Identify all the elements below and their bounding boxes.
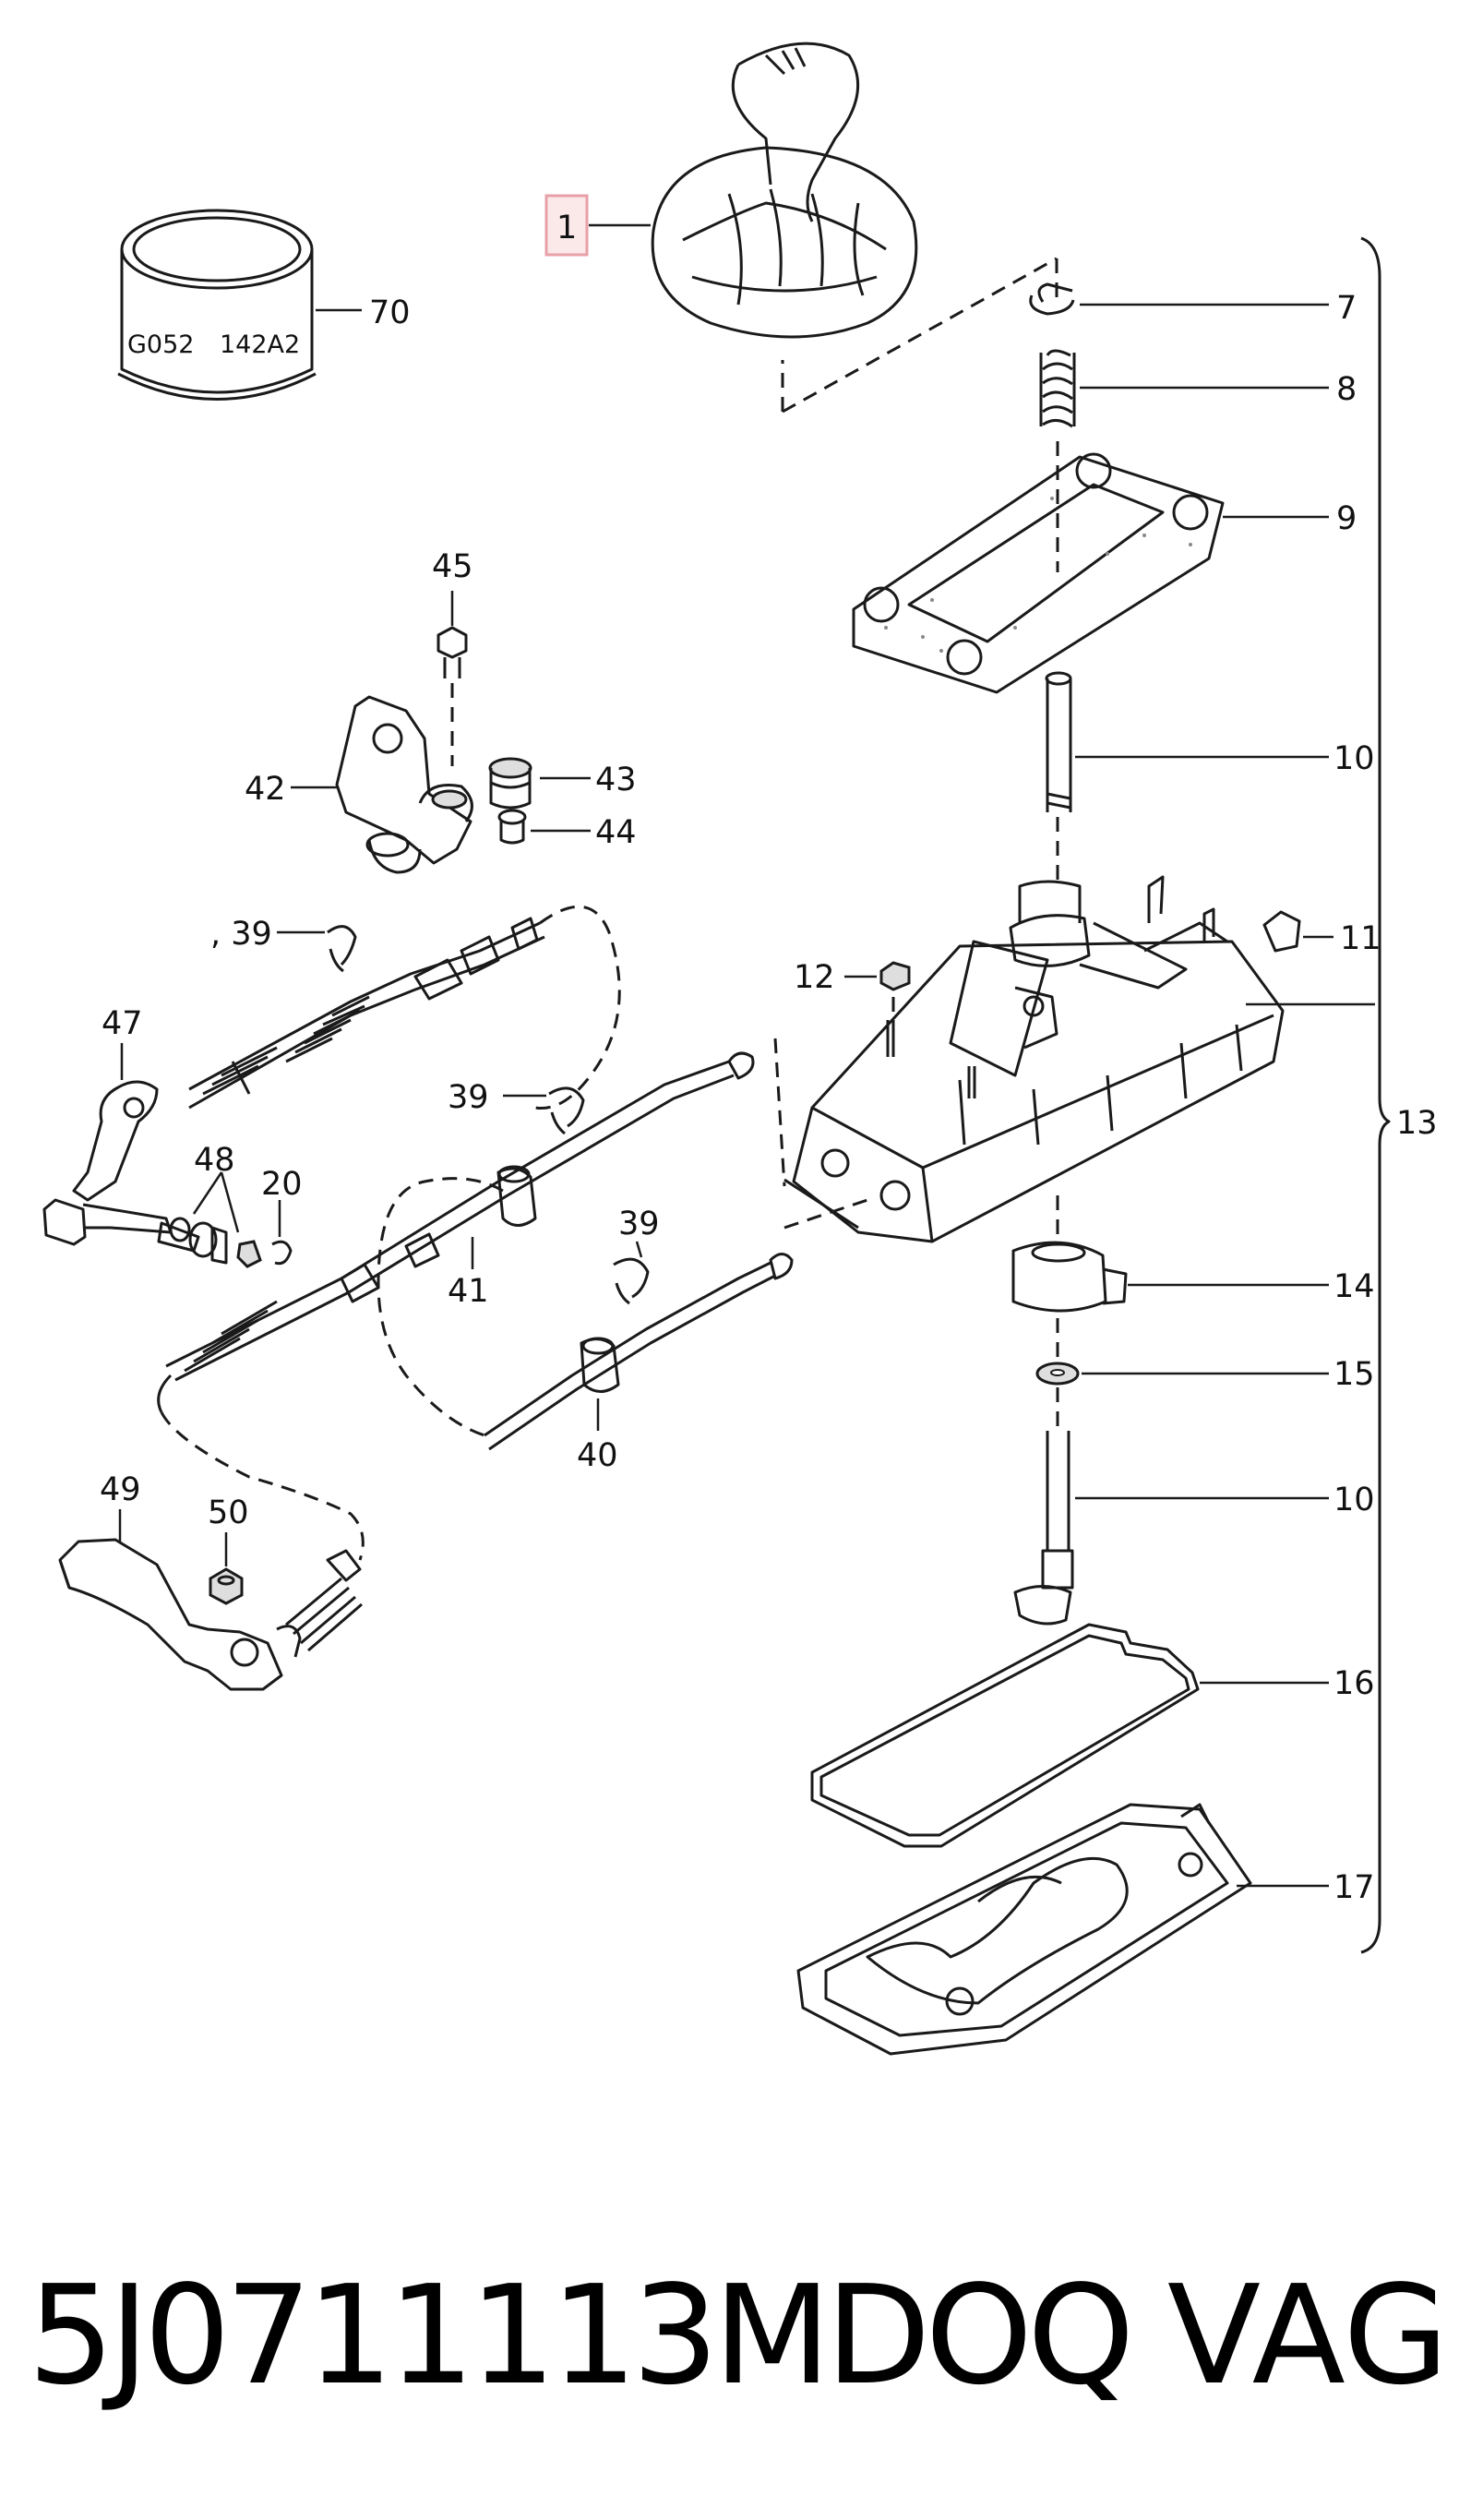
label-8: 8 <box>1336 371 1357 408</box>
label-11: 11 <box>1340 920 1381 957</box>
label-44: 44 <box>595 814 637 851</box>
part-15-washer <box>1035 1362 1329 1386</box>
part-number-footer: 5J0711113MDOQ VAG <box>28 2252 1449 2418</box>
label-42: 42 <box>245 771 286 808</box>
label-70: 70 <box>369 294 411 331</box>
brand-name: VAG <box>1166 2256 1449 2415</box>
part-17-base-plate <box>796 1803 1329 2056</box>
part-20-circlip <box>271 1200 293 1266</box>
label-12: 12 <box>794 959 835 996</box>
label-10-lower: 10 <box>1333 1482 1375 1518</box>
part-39-clip-a <box>277 925 357 973</box>
part-10-lower-rod <box>1013 1431 1329 1626</box>
label-14: 14 <box>1333 1268 1375 1305</box>
label-13: 13 <box>1396 1105 1438 1142</box>
assembly-dash-2 <box>781 258 1058 412</box>
part-16-cover-seal <box>810 1623 1329 1848</box>
label-40: 40 <box>577 1437 618 1474</box>
part-10-upper-rod <box>1045 671 1329 812</box>
part-70-ring: G052 142A2 <box>117 209 362 401</box>
label-17: 17 <box>1333 1869 1375 1906</box>
label-43: 43 <box>595 762 637 798</box>
label-20: 20 <box>261 1166 303 1203</box>
part-14-bushing <box>1011 1241 1329 1313</box>
label-45: 45 <box>432 548 473 585</box>
label-1: 1 <box>556 210 577 246</box>
cable-assembly-upper <box>188 905 621 1110</box>
label-49: 49 <box>100 1471 141 1508</box>
part-12-nut <box>844 961 911 1029</box>
assembly-dash <box>782 257 1058 414</box>
part-8-spring <box>1039 349 1329 428</box>
part-13-housing <box>783 875 1375 1243</box>
cable-41 <box>157 1051 755 1561</box>
part-44-bushing <box>497 809 591 845</box>
part-43-grommet <box>488 757 591 810</box>
part-1-gear-knob <box>589 42 918 339</box>
ring-marking-left: G052 <box>127 330 194 359</box>
label-7: 7 <box>1336 290 1357 327</box>
label-39-c: 39 <box>618 1206 660 1242</box>
label-39-b: 39 <box>448 1079 489 1116</box>
part-50-nut <box>209 1532 244 1605</box>
part-11-clip-nut <box>1262 910 1333 953</box>
cable-40 <box>484 1198 868 1451</box>
label-50: 50 <box>208 1494 249 1531</box>
part-45-bolt <box>437 591 468 766</box>
part-7-clip <box>1029 282 1329 316</box>
label-15: 15 <box>1333 1356 1375 1393</box>
ring-marking-right: 142A2 <box>220 330 300 359</box>
exploded-parts-diagram: G052 142A2 <box>42 42 1438 2056</box>
highlight-box-part-1 <box>544 194 589 257</box>
label-9: 9 <box>1336 500 1357 537</box>
label-39-a: , 39 <box>210 916 272 953</box>
label-48: 48 <box>194 1142 235 1179</box>
part-49-lever <box>58 1509 363 1691</box>
part-43-grommet-installed <box>431 789 468 810</box>
label-41: 41 <box>448 1273 489 1310</box>
part-48-pins <box>157 1171 262 1268</box>
part-39-clip-c <box>613 1241 650 1305</box>
label-47: 47 <box>102 1005 143 1042</box>
part-9-gasket <box>852 452 1329 694</box>
label-16: 16 <box>1333 1665 1375 1702</box>
bracket-13 <box>1360 236 1391 1954</box>
label-10-upper: 10 <box>1333 740 1375 777</box>
part-47-lever <box>42 1043 173 1246</box>
part-42-bracket <box>291 695 473 874</box>
part-number: 5J0711113MDOQ <box>28 2256 1135 2415</box>
part-39-clip-b <box>503 1086 585 1135</box>
